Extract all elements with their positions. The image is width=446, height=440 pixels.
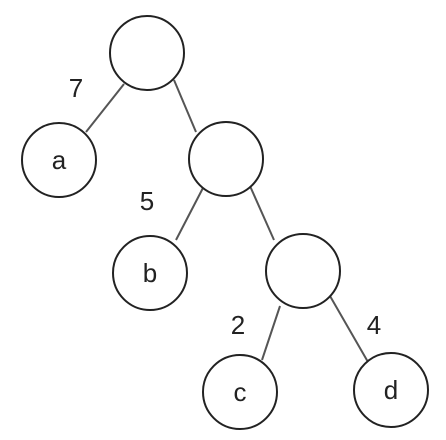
node-label: a xyxy=(52,145,67,175)
edge-n2-b xyxy=(175,185,205,241)
weight-label-n2-b: 5 xyxy=(140,186,154,216)
edge-n3-c xyxy=(261,305,281,361)
tree-node-c: c xyxy=(202,354,278,430)
tree-node-n3 xyxy=(265,233,341,309)
weight-label-n3-c: 2 xyxy=(231,310,245,340)
edge-root-n2 xyxy=(173,79,197,133)
edge-root-a xyxy=(85,83,125,133)
edge-n2-n3 xyxy=(249,185,275,241)
node-label: c xyxy=(234,377,247,407)
node-circle xyxy=(353,352,429,428)
tree-node-b: b xyxy=(112,235,188,311)
node-label: d xyxy=(384,375,398,405)
weight-label-n3-d: 4 xyxy=(367,310,381,340)
node-label: b xyxy=(143,258,157,288)
node-circle xyxy=(112,235,188,311)
tree-node-root xyxy=(109,15,185,91)
node-circle xyxy=(109,15,185,91)
node-circle xyxy=(202,354,278,430)
node-circle xyxy=(188,121,264,197)
tree-node-n2 xyxy=(188,121,264,197)
node-circle xyxy=(265,233,341,309)
tree-node-d: d xyxy=(353,352,429,428)
edge-n3-d xyxy=(329,295,369,363)
weight-label-root-a: 7 xyxy=(69,73,83,103)
node-circle xyxy=(21,122,97,198)
tree-node-a: a xyxy=(21,122,97,198)
